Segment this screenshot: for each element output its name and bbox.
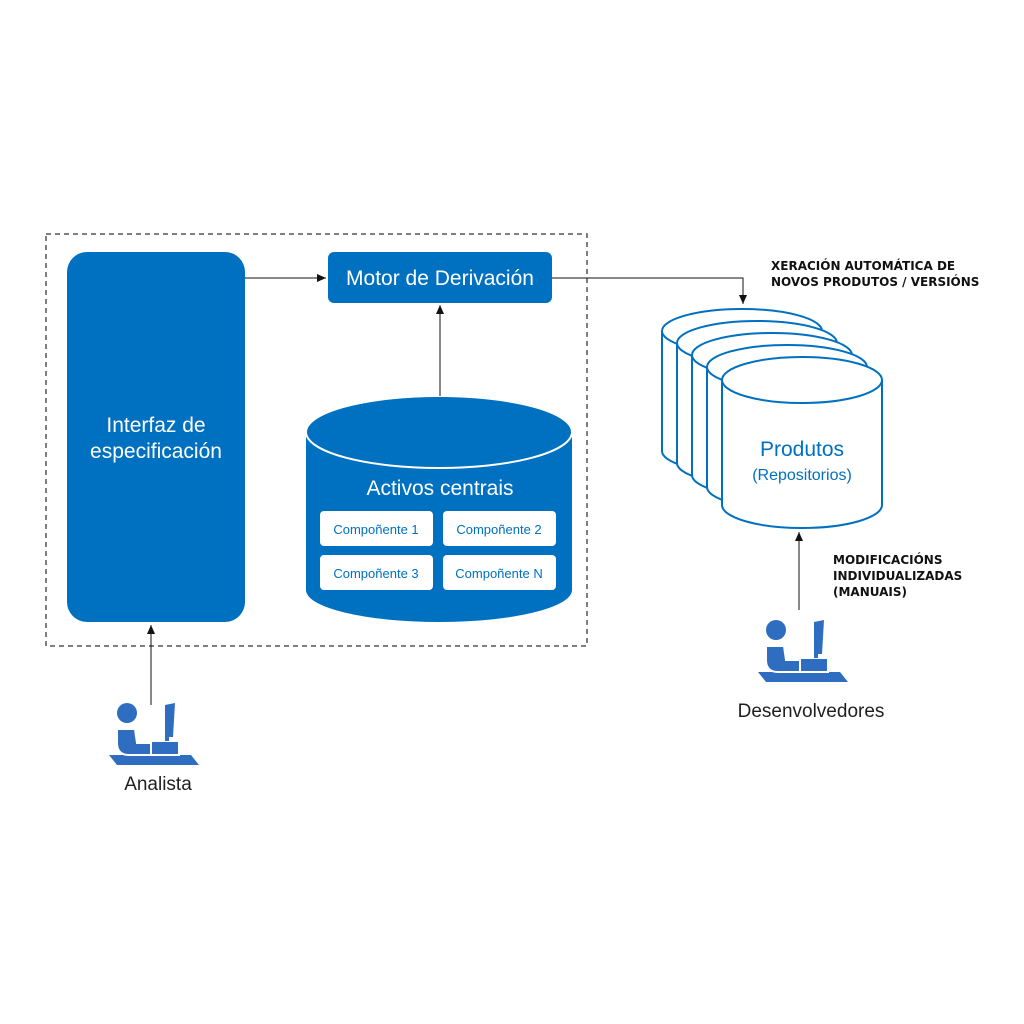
component-box — [443, 555, 556, 590]
person-at-computer-icon — [756, 618, 850, 684]
component-label: Compoñente 2 — [456, 522, 541, 537]
auto-generation-note-line2: NOVOS PRODUTOS / VERSIÓNS — [771, 274, 979, 289]
auto-generation-note-line1: XERACIÓN AUTOMÁTICA DE — [771, 258, 955, 273]
arrow-engine-to-products — [552, 277, 747, 304]
products-title: Produtos — [760, 438, 844, 461]
core-assets-title: Activos centrais — [366, 477, 513, 500]
derivation-engine-box: Motor de Derivación — [328, 252, 552, 303]
component-label: Compoñente N — [455, 566, 542, 581]
interface-label-line2: especificación — [90, 440, 222, 463]
developers-actor: Desenvolvedores — [738, 618, 885, 722]
products-subtitle: (Repositorios) — [752, 467, 852, 484]
manual-modification-note-line2: INDIVIDUALIZADAS — [833, 569, 962, 583]
interface-block: Interfaz de especificación — [67, 252, 245, 622]
component-box — [320, 511, 433, 546]
person-at-computer-icon — [107, 701, 201, 767]
component-box — [443, 511, 556, 546]
manual-modification-note-line1: MODIFICACIÓNS — [833, 552, 942, 567]
manual-modification-note-line3: (MANUAIS) — [833, 585, 907, 599]
core-assets-cylinder: Activos centrais Compoñente 1 Compoñente… — [305, 395, 573, 622]
interface-label-line1: Interfaz de — [106, 414, 205, 437]
component-label: Compoñente 3 — [333, 566, 418, 581]
system-boundary — [45, 233, 588, 647]
component-box — [320, 555, 433, 590]
derivation-engine-label: Motor de Derivación — [346, 267, 534, 290]
products-repository-stack: Produtos (Repositorios) — [661, 308, 883, 529]
component-label: Compoñente 1 — [333, 522, 418, 537]
analyst-actor: Analista — [107, 701, 201, 795]
developers-label: Desenvolvedores — [738, 701, 885, 722]
analyst-label: Analista — [124, 774, 192, 795]
